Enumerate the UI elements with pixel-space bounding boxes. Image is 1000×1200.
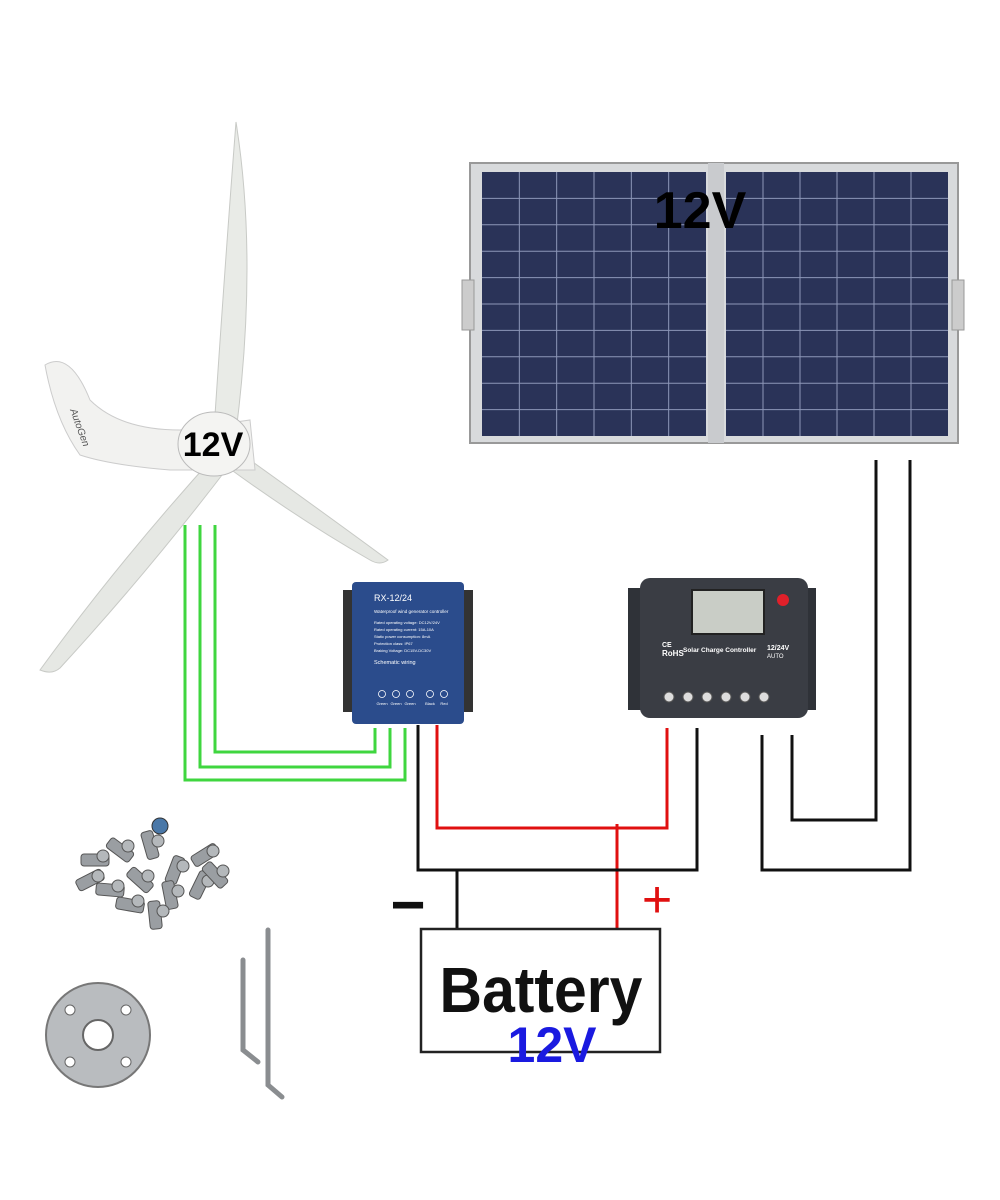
solar-controller-voltage: 12/24V bbox=[767, 645, 790, 652]
wind-phase-wire-2 bbox=[198, 525, 392, 769]
wind-turbine: 12V AutoGen bbox=[39, 121, 389, 673]
wires bbox=[183, 460, 912, 930]
mounting-bolts bbox=[75, 817, 230, 930]
positive-symbol: + bbox=[642, 871, 672, 929]
solar-voltage-label: 12V bbox=[654, 182, 747, 240]
nut bbox=[91, 869, 105, 883]
mounting-flange bbox=[45, 982, 151, 1088]
solar-controller: CE RoHS Solar Charge Controller 12/24V A… bbox=[628, 578, 816, 718]
terminal-icon bbox=[378, 690, 386, 698]
nut bbox=[216, 864, 230, 878]
ce-mark: CE bbox=[662, 642, 672, 649]
battery-label: Battery bbox=[440, 955, 643, 1027]
terminal-label: Red bbox=[440, 701, 447, 706]
nut bbox=[206, 844, 220, 858]
battery: Battery 12V − + bbox=[390, 871, 672, 1073]
solar-cell-grid bbox=[482, 172, 948, 436]
hex-wrench-set bbox=[240, 927, 285, 1100]
spec-line: Braking Voltage: DC15V-DC30V bbox=[374, 648, 431, 653]
rohs-mark: RoHS bbox=[662, 649, 684, 658]
negative-wire bbox=[416, 725, 699, 872]
menu-button bbox=[777, 594, 789, 606]
terminal-icon bbox=[440, 690, 448, 698]
spec-line: Static power consumption: 8mA bbox=[374, 634, 431, 639]
terminal-screw bbox=[682, 691, 694, 703]
terminal-label: Green bbox=[390, 701, 401, 706]
solar-controller-mode: AUTO bbox=[767, 654, 784, 660]
terminal-screw bbox=[739, 691, 751, 703]
lock-nut bbox=[151, 817, 169, 835]
terminal-icon bbox=[406, 690, 414, 698]
solar-wire-2 bbox=[790, 460, 878, 822]
nut bbox=[151, 834, 165, 848]
schematic-title: Schematic wiring bbox=[374, 660, 416, 666]
positive-wire bbox=[435, 725, 669, 830]
nut bbox=[141, 869, 155, 883]
wind-phase-wire-1 bbox=[183, 525, 407, 782]
wind-controller-model: RX-12/24 bbox=[374, 593, 412, 603]
nut bbox=[111, 879, 125, 893]
nut bbox=[96, 849, 110, 863]
nut bbox=[171, 884, 185, 898]
nut bbox=[131, 894, 145, 908]
terminal-label: Green bbox=[376, 701, 387, 706]
wind-phase-wire-3 bbox=[213, 525, 377, 754]
terminal-screw bbox=[720, 691, 732, 703]
solar-panel: 12V bbox=[461, 162, 965, 444]
terminal-label: Green bbox=[404, 701, 415, 706]
wind-controller: RX-12/24 Waterproof wind generator contr… bbox=[343, 582, 473, 724]
terminal-screw bbox=[663, 691, 675, 703]
spec-line: Rated operating voltage: DC12V/24V bbox=[374, 620, 440, 625]
spec-line: Rated operating current: 15A-10A bbox=[374, 627, 434, 632]
negative-symbol: − bbox=[390, 871, 425, 938]
solar-controller-title: Solar Charge Controller bbox=[683, 647, 757, 654]
turbine-voltage-label: 12V bbox=[183, 426, 244, 464]
terminal-screw bbox=[701, 691, 713, 703]
terminal-label: Black bbox=[425, 701, 435, 706]
spec-line: Protection class: IP67 bbox=[374, 641, 413, 646]
terminal-screw bbox=[758, 691, 770, 703]
lcd-display bbox=[691, 589, 765, 635]
solar-wire-1 bbox=[760, 460, 912, 872]
nut bbox=[121, 839, 135, 853]
nut bbox=[176, 859, 190, 873]
wind-controller-subtitle: Waterproof wind generator controller bbox=[374, 609, 449, 614]
terminal-icon bbox=[392, 690, 400, 698]
terminal-icon bbox=[426, 690, 434, 698]
nut bbox=[156, 904, 170, 918]
battery-voltage-label: 12V bbox=[508, 1017, 598, 1073]
